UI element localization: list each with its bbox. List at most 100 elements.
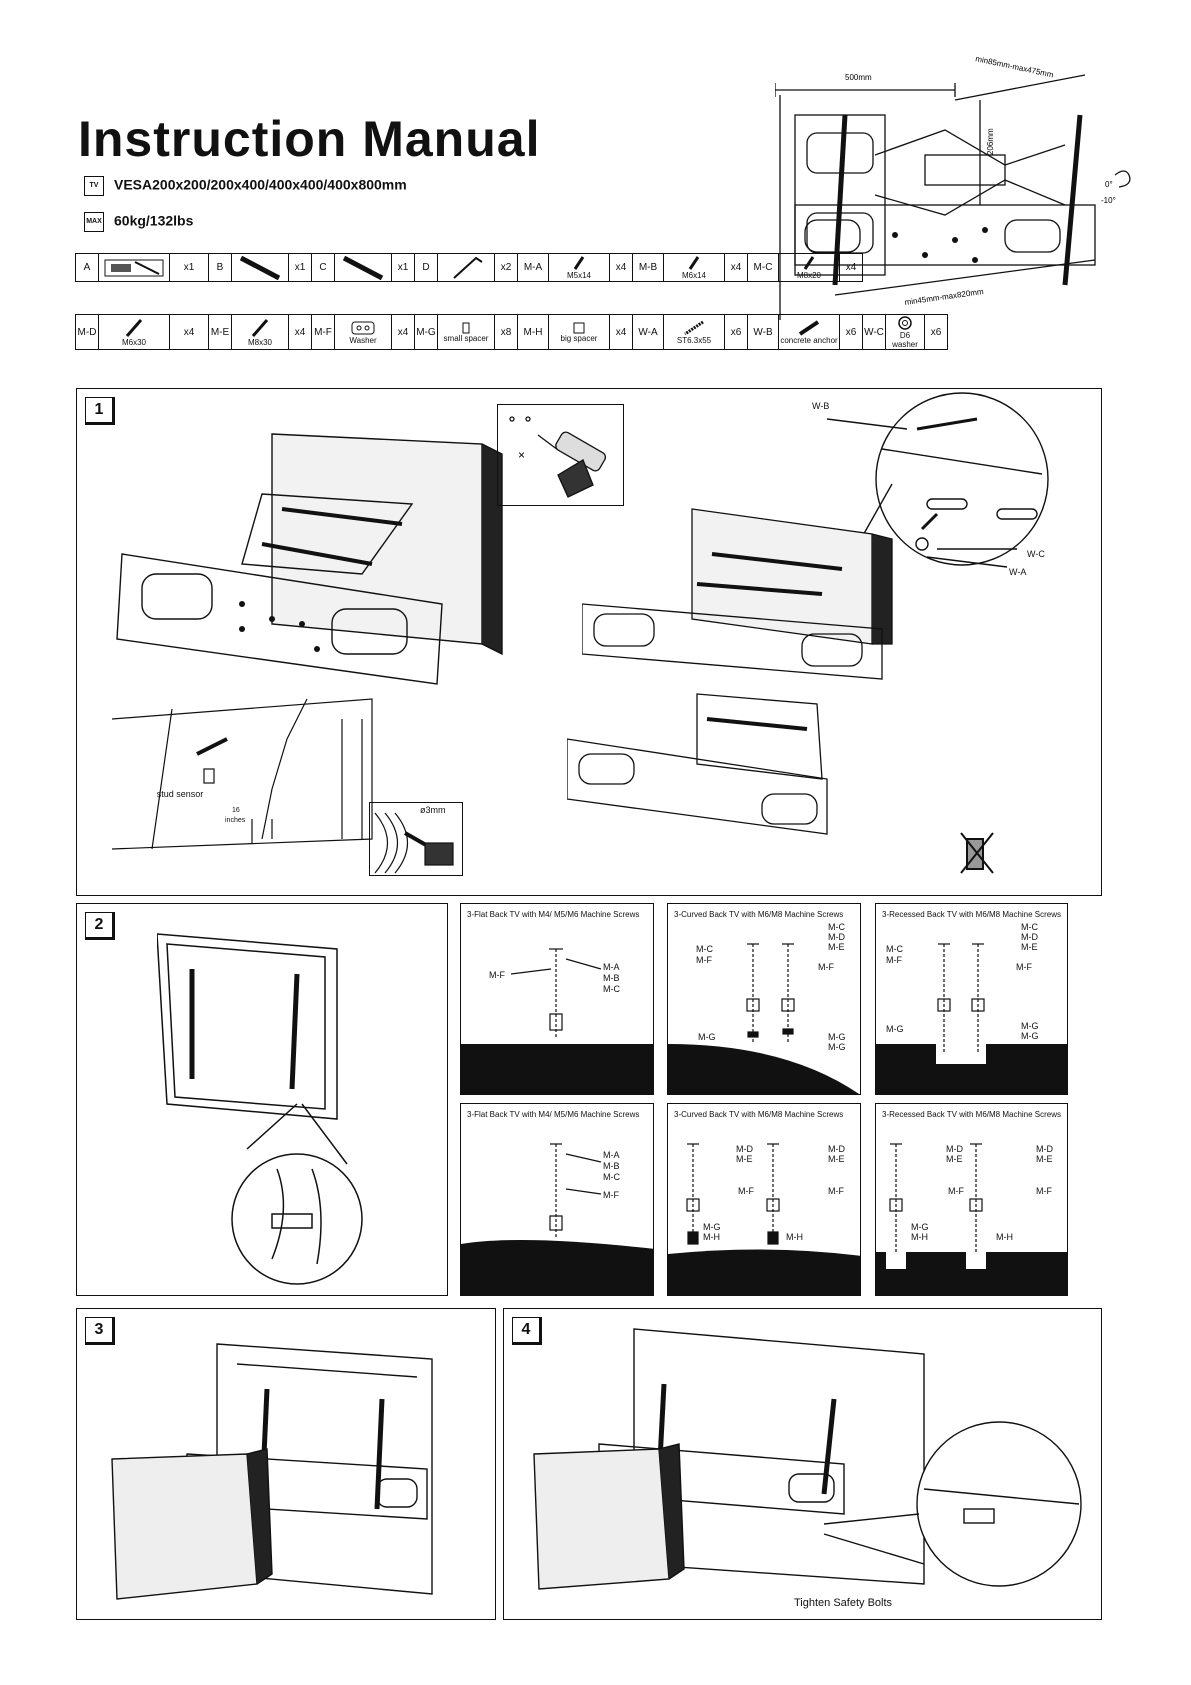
flat-back-screw-diagram [461, 1143, 653, 1295]
dim-extension: min85mm-max475mm [975, 55, 1055, 80]
part-image-me: M8x30 [231, 314, 289, 350]
part-qty: x8 [494, 314, 518, 350]
label-inches: inches [225, 817, 246, 824]
part-id: M-D [75, 314, 99, 350]
dim-height-right: 206mm [986, 128, 995, 155]
part-id: D [414, 253, 438, 282]
label-spacer-right: M-H [996, 1232, 1013, 1242]
no-drywall-icon [960, 832, 994, 874]
part-id: M-F [311, 314, 335, 350]
diagram-curved-back-1: 3-Curved Back TV with M6/M8 Machine Scre… [667, 903, 861, 1095]
step-number: 2 [85, 912, 115, 940]
step-2-panel: 2 [76, 903, 448, 1296]
label-washer: M-F [1016, 962, 1032, 972]
part-caption: M6x14 [681, 271, 706, 280]
part-qty: x1 [288, 253, 312, 282]
tilt-down-label: -10° [1101, 196, 1116, 205]
part-caption: Washer [349, 335, 377, 345]
part-caption: concrete anchor [780, 335, 838, 345]
part-image-ma: M5x14 [548, 253, 610, 282]
dimension-drawing: 500mm min85mm-max475mm 206mm min58mm-max… [766, 54, 1175, 325]
page-title: Instruction Manual [78, 111, 541, 167]
part-id: W-C [862, 314, 886, 350]
label-wc: W-C [1027, 549, 1045, 559]
part-id: W-B [747, 314, 779, 350]
parts-table-row2: M-D M6x30 x4 M-E M8x30 x4 M-F Washer x4 … [75, 314, 948, 350]
part-qty: x4 [839, 253, 863, 282]
part-id: M-H [517, 314, 549, 350]
diagram-recessed-back-2: 3-Recessed Back TV with M6/M8 Machine Sc… [875, 1103, 1068, 1296]
stud-sensor-illustration [112, 698, 373, 850]
tilt-up-label: 0° [1105, 180, 1113, 189]
part-caption: small spacer [443, 333, 489, 343]
attach-tv-illustration [111, 1343, 433, 1600]
label-spacer-left: M-G [698, 1032, 716, 1042]
parts-row: M-D M6x30 x4 M-E M8x30 x4 M-F Washer x4 … [75, 314, 948, 350]
part-image-d [437, 253, 495, 282]
diagram-curved-back-2: 3-Curved Back TV with M6/M8 Machine Scre… [667, 1103, 861, 1296]
part-id: W-A [632, 314, 664, 350]
part-id: C [311, 253, 335, 282]
part-qty: x1 [169, 253, 209, 282]
label-wb: W-B [812, 401, 830, 411]
diagram-flat-back-2: 3-Flat Back TV with M4/ M5/M6 Machine Sc… [460, 1103, 654, 1296]
part-caption: ST6.3x55 [676, 335, 712, 345]
part-image-wc: D6 washer [885, 314, 925, 350]
drill-bit-icon [374, 812, 454, 874]
label-washer-left: M-F [738, 1186, 754, 1196]
recessed-back-screw-diagram [876, 1143, 1067, 1295]
label-wa: W-A [1009, 567, 1027, 577]
step-number: 3 [85, 1317, 115, 1345]
label-spacer-left: M-G [886, 1024, 904, 1034]
vesa-text: VESA200x200/200x400/400x400/400x800mm [114, 176, 407, 193]
part-image-md: M6x30 [98, 314, 170, 350]
part-caption: M5x14 [566, 271, 591, 280]
part-qty: x6 [839, 314, 863, 350]
weight-text: 60kg/132lbs [114, 212, 194, 229]
part-qty: x2 [494, 253, 518, 282]
mount-dimension-svg: 500mm min85mm-max475mm 206mm min58mm-max… [766, 54, 1131, 320]
part-id: B [208, 253, 232, 282]
parts-table-row1: A x1 B x1 C x1 D x2 M-A M5x14 x4 M-B M6x… [75, 253, 863, 282]
part-image-mb: M6x14 [663, 253, 725, 282]
label-washer: M-F [489, 970, 505, 980]
dim-width-top: 500mm [845, 73, 872, 82]
label-washer-right: M-F [828, 1186, 844, 1196]
part-id: M-C [747, 253, 779, 282]
wall-mount-illustration [116, 433, 503, 685]
part-caption: D6 washer [892, 331, 918, 349]
dim-bottom-range: min45mm-max820mm [904, 287, 984, 307]
part-image-c [334, 253, 392, 282]
label-spacer-right: M-H [786, 1232, 803, 1242]
part-image-wa: ST6.3x55 [663, 314, 725, 350]
curved-back-screw-diagram [668, 943, 860, 1094]
diagram-flat-back-1: 3-Flat Back TV with M4/ M5/M6 Machine Sc… [460, 903, 654, 1095]
tighten-bolts-illustration [533, 1328, 1082, 1590]
part-image-b [231, 253, 289, 282]
part-id: M-B [632, 253, 664, 282]
part-qty: x4 [724, 253, 748, 282]
part-image-mg: small spacer [437, 314, 495, 350]
diagram-title: 3-Recessed Back TV with M6/M8 Machine Sc… [882, 1110, 1062, 1119]
step-1-panel: 1 × [76, 388, 1102, 896]
part-image-mh: big spacer [548, 314, 610, 350]
step-3-panel: 3 [76, 1308, 496, 1620]
recessed-back-screw-diagram [876, 943, 1067, 1094]
part-image-wb: concrete anchor [778, 314, 840, 350]
part-qty: x1 [391, 253, 415, 282]
part-qty: x4 [391, 314, 415, 350]
drill-detail: × [497, 404, 624, 506]
part-qty: x6 [924, 314, 948, 350]
diagram-title: 3-Flat Back TV with M4/ M5/M6 Machine Sc… [467, 910, 640, 919]
diagram-title: 3-Flat Back TV with M4/ M5/M6 Machine Sc… [467, 1110, 640, 1119]
